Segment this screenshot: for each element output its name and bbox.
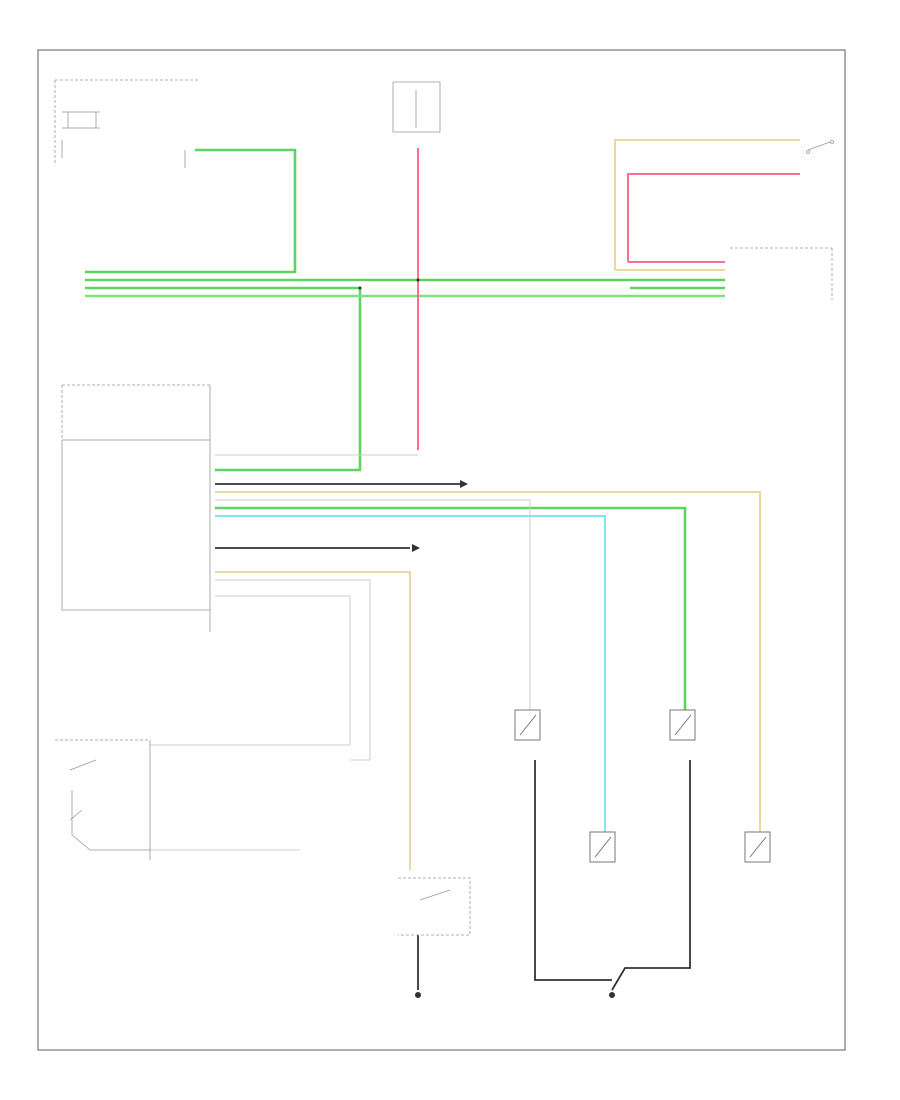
top-left-module	[54, 79, 200, 168]
red-wires	[417, 148, 800, 450]
ground-icon	[415, 992, 615, 998]
connector-arrow-icon	[412, 480, 468, 552]
cyan-wires	[215, 515, 606, 832]
splice-dot-icon	[358, 278, 420, 290]
green-wires	[85, 148, 725, 710]
gray-wires	[150, 454, 531, 851]
black-wires	[215, 483, 691, 991]
diagram-frame	[37, 49, 846, 1051]
top-right-switch	[730, 140, 834, 300]
door-switch-icons	[514, 709, 771, 863]
ignition-switch	[55, 739, 151, 860]
control-module	[61, 384, 211, 632]
fuse-block	[392, 81, 441, 133]
tan-wires	[215, 139, 800, 870]
center-bottom-switch	[398, 877, 471, 936]
